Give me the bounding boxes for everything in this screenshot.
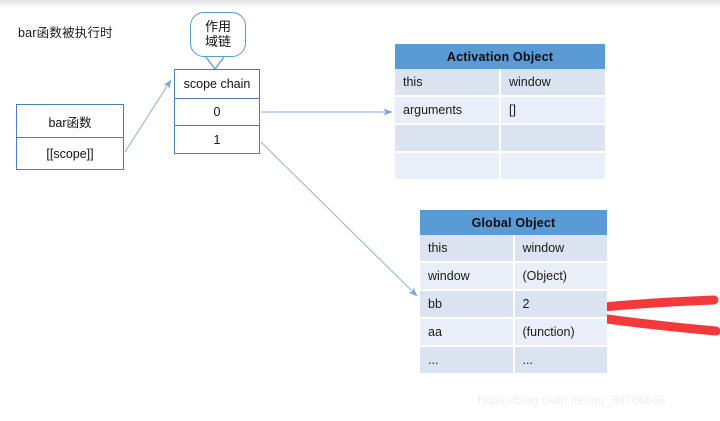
bar-function-name-cell: bar函数 — [48, 115, 92, 130]
global-object-table: Global Object this window window (Object… — [420, 210, 607, 375]
connector-scope1-to-global — [260, 141, 418, 297]
bar-function-scope-cell: [[scope]] — [17, 137, 123, 169]
global-object-header: Global Object — [420, 210, 607, 235]
global-row-0-key: this — [420, 235, 515, 263]
global-row-4-key: ... — [420, 346, 515, 375]
global-row-3-value: (function) — [513, 318, 607, 347]
global-row-1-value: (Object) — [513, 262, 607, 291]
activation-row-3-value — [500, 152, 605, 181]
bar-function-box: bar函数 [[scope]] — [16, 104, 124, 170]
scope-chain-box: scope chain 0 1 — [174, 69, 260, 154]
activation-row-1-key: arguments — [395, 96, 501, 125]
activation-object-body: this window arguments [] — [395, 69, 605, 181]
global-row-3-key: aa — [420, 318, 515, 347]
watermark: https://blog.csdn.net/qq_36766666 — [478, 393, 666, 407]
scope-chain-callout: 作用 域链 — [190, 12, 246, 57]
table-row: arguments [] — [395, 96, 605, 125]
scope-chain-index-0-cell: 0 — [175, 97, 259, 126]
table-row: this window — [395, 69, 605, 97]
activation-object-header: Activation Object — [395, 44, 605, 69]
global-row-0-value: window — [513, 235, 607, 263]
table-row: ... ... — [420, 346, 607, 375]
table-row: aa (function) — [420, 318, 607, 347]
activation-row-3-key — [395, 152, 501, 181]
table-row: window (Object) — [420, 262, 607, 291]
global-row-1-key: window — [420, 262, 515, 291]
connector-barfunc-to-scopechain — [124, 79, 172, 153]
activation-row-0-value: window — [500, 69, 605, 97]
global-row-4-value: ... — [513, 346, 607, 375]
global-object-body: this window window (Object) bb 2 aa (fun… — [420, 235, 607, 375]
scope-chain-index-1-cell: 1 — [175, 125, 259, 153]
scope-chain-title-cell: scope chain — [183, 76, 251, 91]
activation-row-0-key: this — [395, 69, 501, 97]
table-row: bb 2 — [420, 290, 607, 319]
table-row — [395, 124, 605, 153]
callout-tail — [205, 56, 225, 71]
activation-row-2-key — [395, 124, 501, 153]
global-row-2-key: bb — [420, 290, 515, 319]
callout-line-1: 作用 — [204, 18, 231, 34]
table-row — [395, 152, 605, 181]
activation-row-2-value — [500, 124, 605, 153]
callout-line-2: 域链 — [204, 33, 231, 49]
activation-object-table: Activation Object this window arguments … — [395, 44, 605, 181]
activation-row-1-value: [] — [500, 96, 605, 125]
global-row-2-value: 2 — [513, 290, 607, 319]
page-title: bar函数被执行时 — [18, 26, 113, 40]
table-row: this window — [420, 235, 607, 263]
top-strip — [0, 0, 720, 7]
